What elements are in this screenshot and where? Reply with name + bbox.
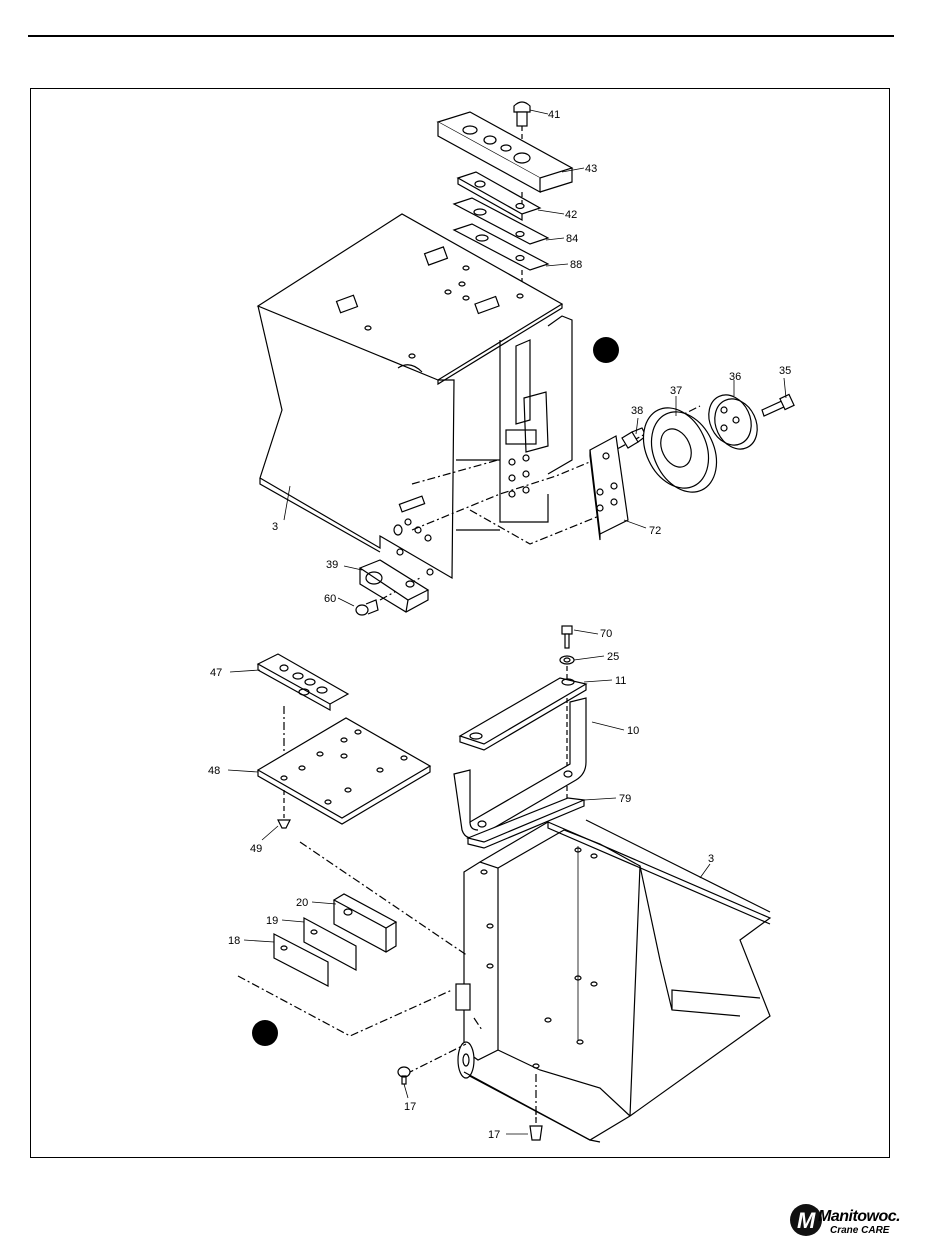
- part-3-housing-lower: [456, 820, 770, 1142]
- manitowoc-cranecare-logo: M Manitowoc. Crane CARE: [790, 1204, 900, 1240]
- part-49-screw: [278, 790, 290, 828]
- callout-72: 72: [649, 525, 661, 537]
- callout-39: 39: [326, 559, 338, 571]
- callout-35: 35: [779, 365, 791, 377]
- callout-leaders: [228, 110, 786, 1134]
- lower-assembly: [238, 626, 770, 1142]
- callout-48: 48: [208, 765, 220, 777]
- part-17-screw-left: [398, 1067, 410, 1084]
- callout-3-upper: 3: [272, 521, 278, 533]
- callout-17-bottom: 17: [488, 1129, 500, 1141]
- callout-20: 20: [296, 897, 308, 909]
- callout-42: 42: [565, 209, 577, 221]
- logo-brand: Manitowoc.: [818, 1208, 900, 1226]
- part-60-screw: [356, 600, 378, 615]
- callout-37: 37: [670, 385, 682, 397]
- callout-3-lower: 3: [708, 853, 714, 865]
- part-70-bolt: [562, 626, 572, 648]
- part-3-housing-upper: [258, 214, 572, 578]
- callout-18: 18: [228, 935, 240, 947]
- view-marker-dot: [593, 337, 619, 363]
- callout-43: 43: [585, 163, 597, 175]
- callout-49: 49: [250, 843, 262, 855]
- part-35-bolt: [762, 394, 794, 416]
- callout-11: 11: [615, 675, 626, 687]
- part-36-hub: [701, 388, 765, 456]
- logo-product: Crane CARE: [830, 1225, 889, 1236]
- callout-10: 10: [627, 725, 639, 737]
- callout-79: 79: [619, 793, 631, 805]
- callout-38: 38: [631, 405, 643, 417]
- part-38-stud: [622, 428, 646, 448]
- callout-60: 60: [324, 593, 336, 605]
- callout-47: 47: [210, 667, 222, 679]
- part-72-plate: [590, 436, 628, 540]
- callout-41: 41: [548, 109, 560, 121]
- part-25-washer: [560, 656, 574, 664]
- callout-70: 70: [600, 628, 612, 640]
- part-39-bracket: [360, 560, 428, 612]
- view-marker-dot: [252, 1020, 278, 1046]
- callout-36: 36: [729, 371, 741, 383]
- callout-84: 84: [566, 233, 578, 245]
- part-17-screw-bottom: [530, 1110, 542, 1140]
- callout-17-left: 17: [404, 1101, 416, 1113]
- upper-assembly: [258, 102, 794, 615]
- callout-labels: 41 43 42 84 88 3 37 36 35 38 72 39 60 70…: [208, 109, 791, 1141]
- callout-88: 88: [570, 259, 582, 271]
- callout-25: 25: [607, 651, 619, 663]
- callout-19: 19: [266, 915, 278, 927]
